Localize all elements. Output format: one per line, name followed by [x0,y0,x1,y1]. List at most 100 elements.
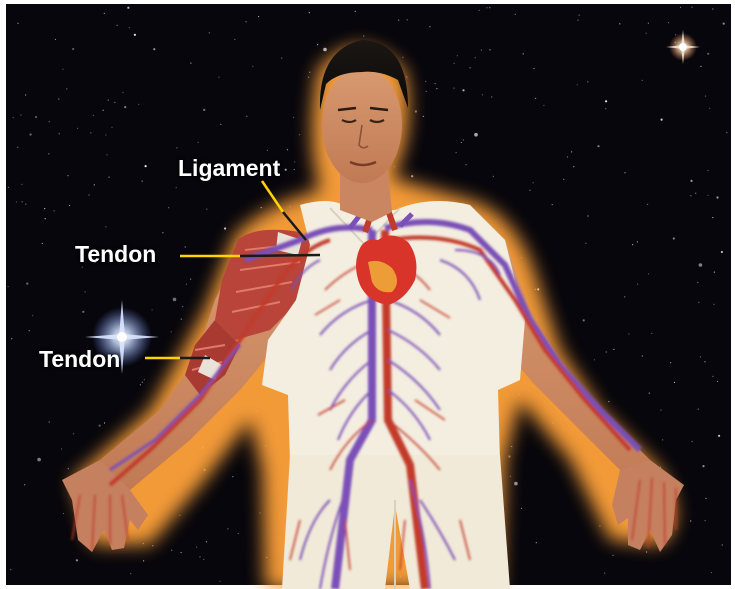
star [533,68,534,69]
star [234,39,235,40]
star [171,331,172,332]
star [714,272,715,273]
star [190,63,191,64]
star [66,88,67,89]
star [122,92,123,93]
star [104,422,105,423]
star [705,96,706,97]
star [21,184,22,185]
star [11,338,12,339]
star [37,458,41,462]
star [58,98,59,99]
star [62,69,63,70]
star [577,84,578,85]
star [674,382,675,383]
star [690,195,691,196]
star [474,133,478,137]
star [680,7,681,8]
star [61,448,62,449]
star [293,117,294,118]
star [605,108,606,109]
star [26,283,28,285]
star [171,550,172,551]
star [49,121,50,122]
star [294,169,295,170]
star [25,204,26,205]
star [89,194,90,195]
white-pants [282,455,510,589]
star [708,170,709,171]
star [77,128,78,129]
star [227,528,228,529]
star [258,16,259,17]
star [261,207,262,208]
star [429,26,430,27]
star [563,179,564,180]
star [411,175,413,177]
star [700,66,701,67]
star [489,49,490,50]
star [142,181,143,182]
star [599,525,600,526]
star [238,533,239,534]
star [363,35,364,36]
star [287,149,288,150]
star [702,465,704,467]
star [407,19,408,20]
star [134,34,136,36]
star [185,246,186,247]
star [529,190,530,191]
star [199,556,200,557]
star [30,133,32,135]
star [717,381,718,382]
star [511,446,512,447]
star [648,273,649,274]
star [59,133,60,134]
star [587,81,588,82]
star [42,243,43,244]
tendon-upper-pointer-dark [240,255,320,256]
star [577,20,578,21]
star [152,545,153,546]
star [571,151,572,152]
star [508,455,510,457]
star [660,410,661,411]
star [628,333,629,334]
star [457,55,458,56]
star [173,298,177,302]
star [29,330,30,331]
star [323,48,327,52]
star [475,57,476,58]
star [25,94,26,95]
star [398,20,399,21]
star [453,88,454,89]
star [69,205,70,206]
star [152,309,153,310]
star [514,482,518,486]
star [203,559,204,560]
star [49,421,50,422]
star [712,217,713,218]
star [190,279,191,280]
star [668,22,669,23]
star [543,105,544,106]
star [482,94,483,95]
star [712,8,713,9]
star [179,515,180,516]
star [435,83,436,84]
star [144,379,145,380]
star [536,542,537,543]
star [224,227,226,229]
star [209,32,210,33]
star [218,77,219,78]
star [127,7,129,9]
star [552,204,553,205]
star [294,161,295,162]
star [722,544,723,545]
star [94,184,95,185]
star [670,362,671,363]
star [648,23,649,24]
star [130,573,131,574]
star [35,116,37,118]
